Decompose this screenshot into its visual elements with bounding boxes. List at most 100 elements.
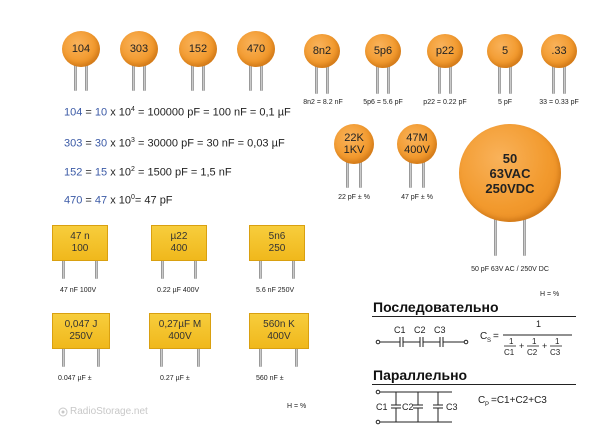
film-caption-47n: 47 nF 100V — [60, 287, 97, 294]
parallel-circuit: C1 C2 C3 — [375, 389, 458, 425]
series-title: Последовательно — [373, 299, 499, 315]
film-line1: 560n K — [263, 319, 295, 330]
formula-152: 152 = 15 x 102 = 1500 pF = 1,5 nF — [64, 166, 232, 179]
series-c2-label: C2 — [414, 325, 426, 335]
film-capacitor-5n6: 5n6 250 — [249, 225, 305, 279]
formula-times: x 10 — [107, 106, 132, 119]
series-rule — [372, 316, 576, 317]
parallel-formula-sub: P — [485, 402, 489, 408]
series-term1-num: 1 — [509, 337, 514, 346]
film-line2: 400V — [267, 331, 291, 342]
series-circuit: C1 C2 C3 — [375, 325, 469, 347]
parallel-formula: C P =C1+C2+C3 — [478, 395, 547, 408]
disc-capacitor-8n2: 8n2 — [304, 34, 340, 94]
parallel-c3-label: C3 — [446, 402, 458, 412]
series-plus-2: + — [542, 341, 547, 351]
disc-capacitor-5p6: 5p6 — [365, 34, 401, 94]
series-formula-one: 1 — [536, 319, 541, 329]
formula-code: 152 — [64, 166, 83, 179]
formula-rest: = 47 pF — [134, 194, 173, 207]
series-term2-num: 1 — [532, 337, 537, 346]
hv-caption-22k: 22 pF ± % — [338, 194, 370, 201]
series-formula-lhs: C — [480, 331, 487, 342]
film-capacitor-560nk: 560n K 400V — [249, 313, 309, 367]
formula-code: 303 — [64, 137, 83, 150]
disc-caption-5p6: 5p6 = 5.6 pF — [363, 99, 403, 106]
watermark: RadioStorage.net — [70, 406, 148, 417]
disc-code: .33 — [551, 45, 567, 57]
formula-exponent: 2 — [131, 166, 135, 173]
parallel-formula-rhs: =C1+C2+C3 — [491, 395, 547, 406]
disc-line2: 400V — [404, 144, 430, 156]
disc-caption-p22: p22 = 0.22 pF — [423, 99, 467, 106]
series-formula-sub: S — [487, 338, 491, 344]
disc-capacitor-104: 104 — [62, 31, 100, 91]
film-line1: 0,27µF M — [158, 319, 202, 330]
radio-logo-icon — [58, 407, 68, 417]
disc-caption-8n2: 8n2 = 8.2 nF — [303, 99, 343, 106]
disc-caption-033: 33 = 0.33 pF — [539, 99, 579, 106]
film-caption-560nk: 560 nF ± — [256, 375, 284, 382]
disc-capacitor-p22: p22 — [427, 34, 463, 94]
film-line1: µ22 — [170, 231, 188, 242]
disc-capacitor-22k: 22K 1KV — [334, 124, 374, 188]
series-term1-den: C1 — [504, 348, 515, 357]
film-line2: 400 — [170, 243, 188, 254]
big-cap-caption: 50 pF 63V AC / 250V DC — [471, 266, 549, 273]
film-capacitor-027m: 0,27µF M 400V — [149, 313, 211, 367]
disc-line1: 50 — [502, 150, 518, 166]
series-term2-den: C2 — [527, 348, 538, 357]
series-c3-label: C3 — [434, 325, 446, 335]
film-line1: 47 n — [70, 231, 90, 242]
disc-line1: 22K — [344, 132, 364, 144]
formula-mantissa: 15 — [94, 166, 108, 179]
formula-mantissa: 47 — [94, 194, 108, 207]
formula-eq: = — [82, 194, 95, 207]
film-line2: 400V — [168, 331, 192, 342]
film-capacitor-47n: 47 n 100 — [52, 225, 108, 279]
series-c1-label: C1 — [394, 325, 406, 335]
formula-eq: = — [82, 166, 95, 179]
formula-exponent: 0 — [131, 194, 135, 201]
disc-code: p22 — [435, 45, 455, 57]
film-line1: 5n6 — [268, 231, 286, 242]
formula-470: 470 = 47 x 100= 47 pF — [64, 194, 173, 207]
series-formula-equals: = — [493, 331, 499, 342]
series-term3-num: 1 — [555, 337, 560, 346]
formula-eq: = — [82, 106, 95, 119]
disc-code: 303 — [129, 43, 149, 55]
film-caption-5n6: 5.6 nF 250V — [256, 287, 295, 294]
formula-104: 104 = 10 x 104 = 100000 pF = 100 nF = 0,… — [64, 106, 291, 119]
disc-code: 470 — [246, 43, 266, 55]
disc-capacitor-033: .33 — [541, 34, 577, 94]
film-note: H = % — [287, 403, 307, 410]
parallel-formula-lhs: C — [478, 395, 485, 406]
formula-rest: = 30000 pF = 30 nF = 0,03 µF — [134, 137, 285, 150]
formula-code: 104 — [64, 106, 83, 119]
disc-capacitor-5: 5 — [487, 34, 523, 94]
disc-capacitor-47m: 47M 400V — [397, 124, 437, 188]
disc-line2: 1KV — [343, 144, 365, 156]
disc-code: 5 — [501, 45, 509, 57]
film-line1: 0,047 J — [64, 319, 98, 330]
film-line2: 100 — [71, 243, 89, 254]
disc-capacitor-50pf: 50 63VAC 250VDC — [459, 124, 561, 256]
formula-eq: = — [82, 137, 95, 150]
hv-caption-47m: 47 pF ± % — [401, 194, 433, 201]
formula-303: 303 = 30 x 103 = 30000 pF = 30 nF = 0,03… — [64, 137, 285, 150]
film-capacitor-0047j: 0,047 J 250V — [52, 313, 110, 367]
disc-code: 5p6 — [373, 45, 393, 57]
disc-code: 8n2 — [312, 45, 332, 57]
formula-rest: = 100000 pF = 100 nF = 0,1 µF — [134, 106, 291, 119]
film-line2: 250 — [268, 243, 286, 254]
formula-times: x 10 — [107, 166, 132, 179]
film-caption-0047j: 0.047 µF ± — [58, 375, 92, 382]
disc-line2: 63VAC — [489, 165, 531, 181]
disc-line1: 47M — [406, 132, 428, 144]
disc-code: 104 — [71, 43, 91, 55]
disc-capacitor-470: 470 — [237, 31, 275, 91]
parallel-c2-label: C2 — [402, 402, 414, 412]
series-term3-den: C3 — [550, 348, 561, 357]
film-line2: 250V — [69, 331, 93, 342]
